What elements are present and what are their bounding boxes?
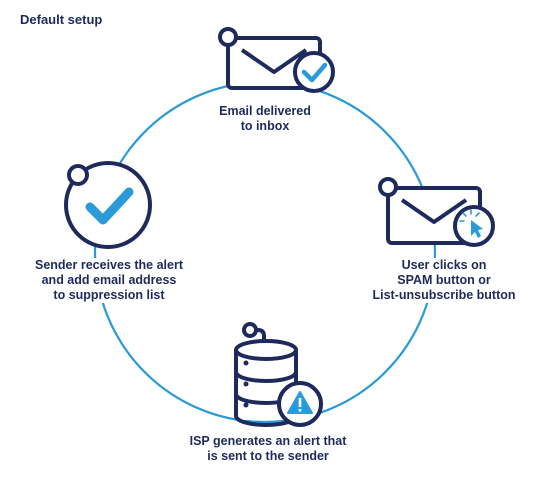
database-alert-icon xyxy=(234,322,323,427)
step-label-email-delivered: Email delivered to inbox xyxy=(210,104,320,134)
step-label-isp-alert: ISP generates an alert that is sent to t… xyxy=(168,434,368,464)
checkmark-circle-icon xyxy=(64,161,152,249)
envelope-click-icon xyxy=(378,177,495,247)
diagram-title: Default setup xyxy=(20,12,103,27)
step-label-user-clicks-spam: User clicks on SPAM button or List-unsub… xyxy=(354,258,534,303)
envelope-check-icon xyxy=(218,27,335,93)
step-label-sender-suppression: Sender receives the alert and add email … xyxy=(14,258,204,303)
